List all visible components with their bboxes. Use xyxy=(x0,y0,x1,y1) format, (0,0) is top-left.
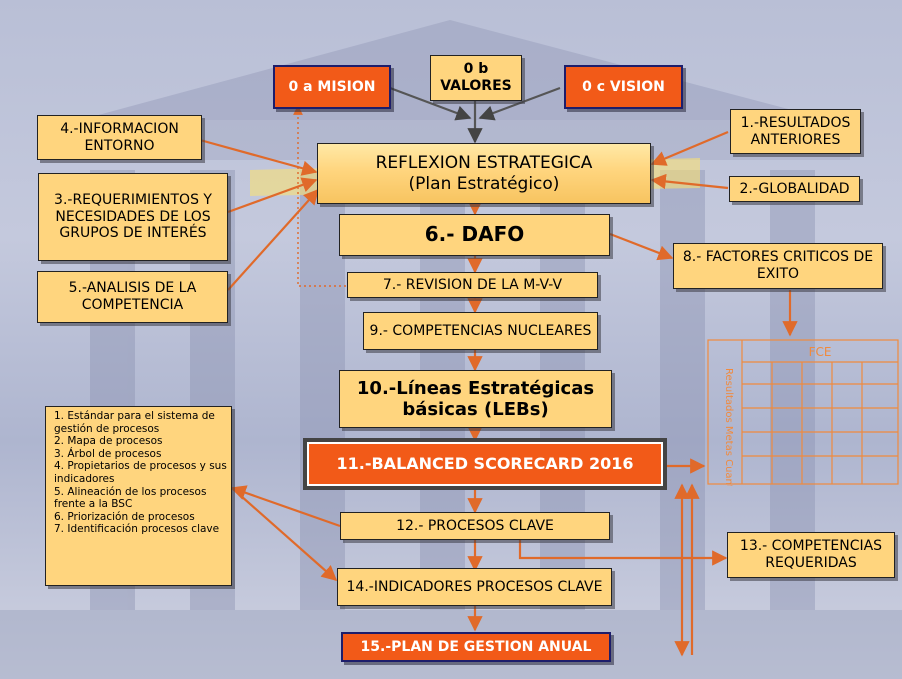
fce-header: FCE xyxy=(809,345,832,359)
informacion-entorno-box: 4.-INFORMACION ENTORNO xyxy=(37,115,202,160)
vision-box: 0 c VISION xyxy=(564,65,683,109)
lineas-title: 10.-Líneas Estratégicas xyxy=(356,377,595,399)
reflexion-title: REFLEXION ESTRATEGICA xyxy=(375,153,593,174)
process-steps-list: 1. Estándar para el sistema de gestión d… xyxy=(45,406,232,586)
mision-box: 0 a MISION xyxy=(273,65,391,109)
process-step-item: 2. Mapa de procesos xyxy=(54,435,163,448)
process-step-item: 7. Identificación procesos clave xyxy=(54,523,220,536)
procesos-clave-box: 12.- PROCESOS CLAVE xyxy=(340,512,610,540)
revision-mvv-box: 7.- REVISION DE LA M-V-V xyxy=(347,272,598,298)
fce-table: FCE Resultados Metas Cuantificadas xyxy=(707,339,899,486)
process-step-item: 3. Árbol de procesos xyxy=(54,447,162,460)
balanced-scorecard-box: 11.-BALANCED SCORECARD 2016 xyxy=(303,438,667,490)
resultados-anteriores-box: 1.-RESULTADOS ANTERIORES xyxy=(730,109,861,154)
reflexion-subtitle: (Plan Estratégico) xyxy=(408,173,560,194)
indicadores-procesos-box: 14.-INDICADORES PROCESOS CLAVE xyxy=(337,568,612,606)
reflexion-estrategica-box: REFLEXION ESTRATEGICA (Plan Estratégico) xyxy=(317,143,651,204)
dafo-box: 6.- DAFO xyxy=(339,214,610,256)
factores-criticos-box: 8.- FACTORES CRITICOS DE EXITO xyxy=(673,243,883,289)
process-step-item: 6. Priorización de procesos xyxy=(54,510,195,523)
analisis-competencia-box: 5.-ANALISIS DE LA COMPETENCIA xyxy=(37,271,228,323)
fce-side-label: Resultados Metas Cuantificadas xyxy=(723,368,734,486)
process-step-item: 1. Estándar para el sistema de gestión d… xyxy=(54,410,215,435)
valores-box: 0 b VALORES xyxy=(430,55,522,101)
globalidad-box: 2.-GLOBALIDAD xyxy=(729,176,860,202)
lineas-subtitle: básicas (LEBs) xyxy=(402,399,549,420)
process-step-item: 4. Propietarios de procesos y sus indica… xyxy=(54,460,227,485)
lineas-estrategicas-box: 10.-Líneas Estratégicas básicas (LEBs) xyxy=(339,370,612,428)
competencias-requeridas-box: 13.- COMPETENCIAS REQUERIDAS xyxy=(727,532,895,578)
process-step-item: 5. Alineación de los procesos frente a l… xyxy=(54,485,207,511)
plan-gestion-box: 15.-PLAN DE GESTION ANUAL xyxy=(341,632,611,662)
competencias-nucleares-box: 9.- COMPETENCIAS NUCLEARES xyxy=(363,312,598,350)
requerimientos-box: 3.-REQUERIMIENTOS Y NECESIDADES DE LOS G… xyxy=(38,173,228,261)
